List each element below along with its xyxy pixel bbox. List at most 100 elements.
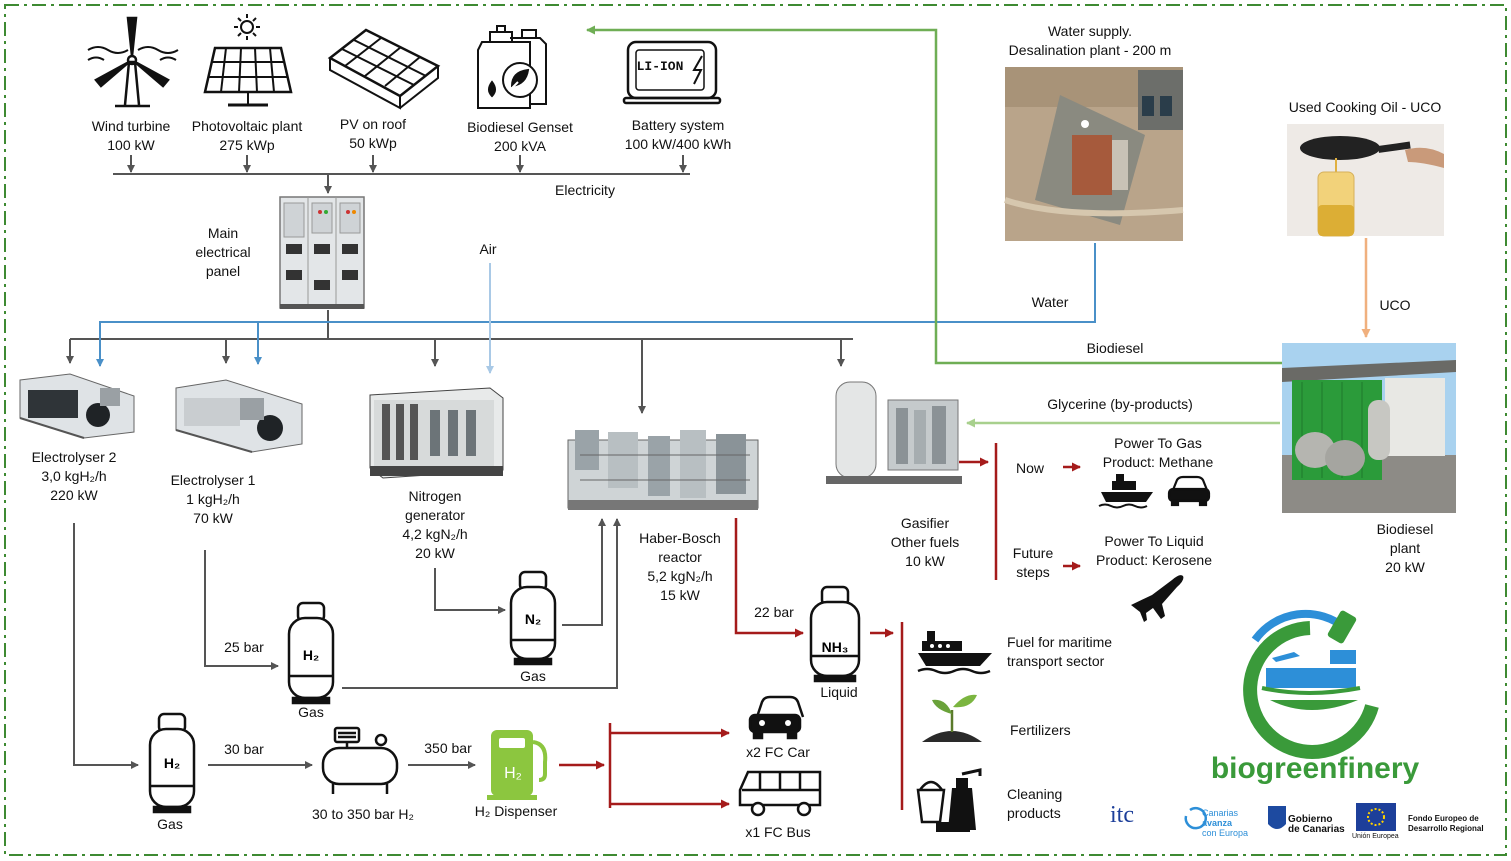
maritime-line-1: Fuel for maritime [1007, 634, 1113, 650]
battery-value: 100 kW/400 kWh [624, 136, 732, 152]
nitrogen-line-3: 4,2 kgN₂/h [402, 526, 468, 542]
dispenser-label: H₂ Dispenser [474, 803, 558, 819]
panel-line-2: electrical [195, 244, 251, 260]
haber-bosch-image [567, 430, 759, 510]
dashed-frame [4, 4, 1507, 856]
power-to-gas-label: Power To Gas Product: Methane [1078, 434, 1238, 472]
solar-panel-icon [203, 14, 293, 107]
itc-logo: itc [1110, 802, 1134, 828]
wind-turbine-value: 100 kW [107, 137, 155, 153]
gobierno-logo: Gobierno de Canarias [1288, 815, 1345, 835]
uco-label: UCO [1379, 297, 1411, 313]
pressure-25-label: 25 bar [224, 639, 264, 655]
pressure-22-label: 22 bar [754, 604, 794, 620]
wind-turbine-name: Wind turbine [91, 118, 171, 134]
air-label: Air [479, 241, 497, 257]
cleaning-products-icon [916, 768, 982, 832]
electrolyser-2-image [19, 373, 135, 439]
gasifier-label: Gasifier Other fuels 10 kW [880, 514, 970, 571]
desal-line-1: Water supply. [1047, 23, 1133, 39]
roof-pv-icon [327, 28, 441, 110]
h2-dispenser-icon [487, 730, 548, 800]
electrolyser-2-line-3: 220 kW [50, 487, 98, 503]
bus-label: x1 FC Bus [745, 824, 811, 840]
h2-dispenser-badge: H₂ [504, 765, 522, 782]
gasifier-image [826, 381, 962, 484]
electrolyser-1-line-1: Electrolyser 1 [170, 472, 256, 488]
power-to-gas-product: Product: Methane [1102, 454, 1214, 470]
power-to-liquid-title: Power To Liquid [1104, 533, 1204, 549]
pv-roof-name: PV on roof [339, 116, 407, 132]
ship-icon-small [1098, 474, 1153, 509]
biodiesel-plant-line-2: plant [1389, 540, 1421, 556]
nh3-tank [809, 585, 861, 683]
panel-line-3: panel [205, 263, 241, 279]
desal-line-2: Desalination plant - 200 m [1008, 42, 1172, 58]
haber-line-1: Haber-Bosch [639, 530, 721, 546]
genset-label: Biodiesel Genset 200 kVA [455, 118, 585, 156]
battery-label: Battery system 100 kW/400 kWh [608, 116, 748, 154]
fondo-line-2: Desarrollo Regional [1408, 824, 1484, 833]
gas-label-b: Gas [157, 816, 183, 832]
nitrogen-generator-label: Nitrogen generator 4,2 kgN₂/h 20 kW [390, 487, 480, 563]
glycerine-label: Glycerine (by-products) [1047, 396, 1193, 412]
h2-tank-a-label: H₂ [303, 647, 319, 663]
electrolyser-1-line-2: 1 kgH₂/h [186, 491, 240, 507]
nitrogen-generator-image [369, 387, 504, 479]
h2-tank-b-label: H₂ [164, 755, 180, 771]
n2-tank [509, 570, 557, 666]
electrolyser-1-label: Electrolyser 1 1 kgH₂/h 70 kW [158, 471, 268, 528]
cleaning-line-1: Cleaning [1007, 786, 1063, 802]
nh3-tank-label: NH₃ [822, 639, 849, 655]
future-steps-label: Future steps [1005, 544, 1061, 582]
biodiesel-label: Biodiesel [1086, 340, 1144, 356]
haber-line-2: reactor [658, 549, 702, 565]
compressor-label: 30 to 350 bar H₂ [312, 806, 414, 822]
wind-turbine-icon [87, 16, 179, 108]
haber-line-4: 15 kW [660, 587, 700, 603]
electricity-bus [66, 155, 853, 414]
biodiesel-genset-icon [477, 25, 547, 109]
electrical-panel-icon [279, 196, 365, 309]
gasifier-line-2: Other fuels [890, 534, 960, 550]
nitrogen-line-1: Nitrogen [408, 488, 462, 504]
n2-tank-label: N₂ [525, 611, 541, 627]
liquid-label: Liquid [820, 684, 858, 700]
gas-label-a: Gas [298, 704, 324, 720]
bus-icon [738, 770, 822, 817]
photovoltaic-name: Photovoltaic plant [191, 118, 303, 134]
electrolyser-2-line-1: Electrolyser 2 [31, 449, 117, 465]
electricity-label: Electricity [555, 182, 615, 198]
gas-process-lines [73, 518, 621, 769]
car-icon-small [1167, 475, 1211, 507]
desalination-label: Water supply. Desalination plant - 200 m [990, 22, 1190, 60]
airplane-icon [1131, 575, 1184, 622]
power-to-liquid-product: Product: Kerosene [1096, 552, 1212, 568]
biodiesel-plant-line-3: 20 kW [1385, 559, 1425, 575]
pressure-30-label: 30 bar [224, 741, 264, 757]
photovoltaic-value: 275 kWp [219, 137, 275, 153]
biodiesel-plant-photo [1282, 343, 1456, 513]
battery-icon [622, 40, 722, 105]
maritime-line-2: transport sector [1007, 653, 1105, 669]
gas-label-n2: Gas [520, 668, 546, 684]
plant-icon [922, 694, 982, 742]
power-to-gas-title: Power To Gas [1114, 435, 1202, 451]
pv-roof-label: PV on roof 50 kWp [318, 115, 428, 153]
photovoltaic-label: Photovoltaic plant 275 kWp [182, 117, 312, 155]
battery-name: Battery system [631, 117, 725, 133]
now-label: Now [1015, 460, 1044, 476]
gobierno-line-2: de Canarias [1288, 824, 1345, 835]
ship-icon [917, 631, 992, 675]
electrolyser-2-label: Electrolyser 2 3,0 kgH₂/h 220 kW [16, 448, 132, 505]
future-line-1: Future [1012, 545, 1054, 561]
used-oil-photo [1287, 124, 1444, 237]
main-panel-label: Main electrical panel [183, 224, 263, 281]
biodiesel-line [586, 25, 1282, 365]
battery-badge: LI-ION [637, 59, 684, 74]
water-label: Water [1031, 294, 1069, 310]
car-label: x2 FC Car [746, 744, 810, 760]
used-oil-label: Used Cooking Oil - UCO [1288, 99, 1442, 115]
